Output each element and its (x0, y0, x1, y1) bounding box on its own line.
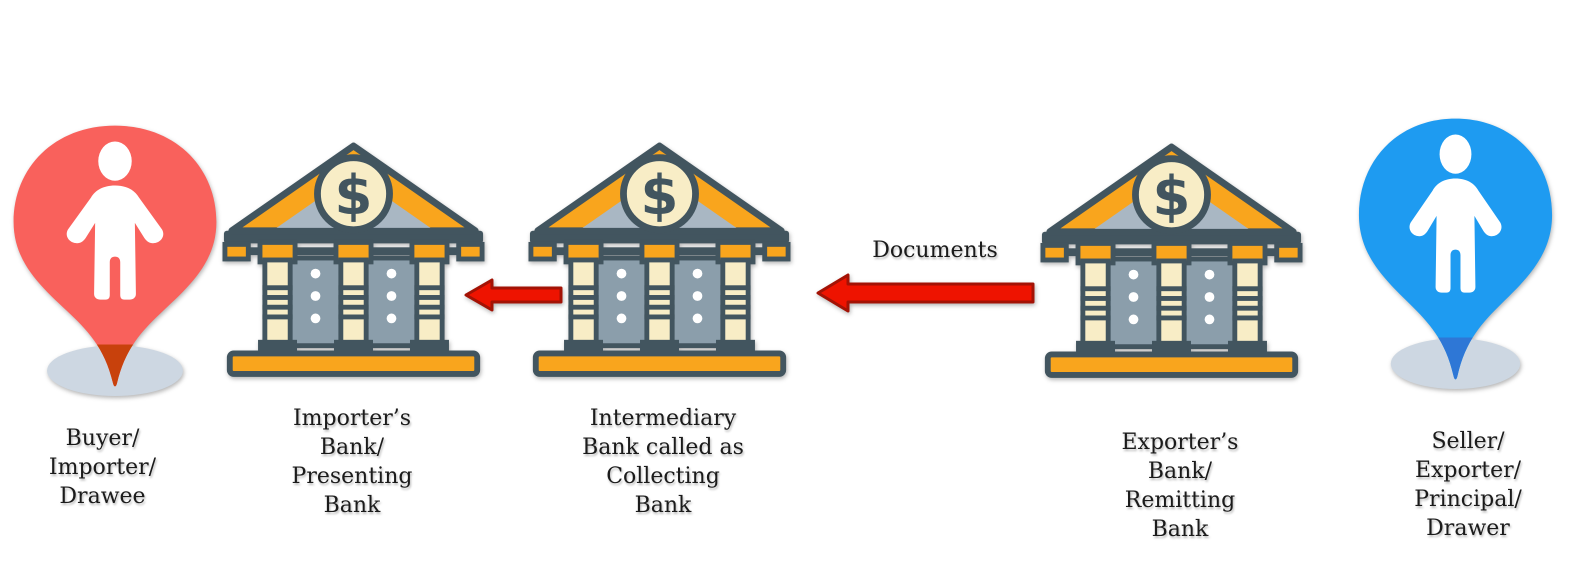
documents-flow-label: Documents (872, 238, 998, 263)
label-line: Importer’s (292, 406, 412, 431)
exporters-bank-icon (1040, 140, 1303, 379)
importers-bank-label: Importer’s Bank/ Presenting Bank (252, 404, 452, 520)
label-line: Drawee (59, 484, 146, 509)
left-arrow-documents-icon (816, 273, 1035, 313)
label-line: Importer/ (48, 455, 157, 480)
buyer-pin-icon (0, 120, 230, 410)
left-arrow-icon (464, 278, 563, 312)
buyer-label: Buyer/ Importer/ Drawee (5, 424, 200, 511)
label-line: Collecting (606, 464, 720, 489)
intermediary-bank-label: Intermediary Bank called as Collecting B… (543, 404, 783, 520)
label-line: Seller/ (1431, 429, 1505, 454)
label-line: Intermediary (589, 406, 737, 431)
label-line: Bank called as (582, 435, 744, 460)
label-line: Buyer/ (65, 426, 140, 451)
label-line: Bank/ (1147, 459, 1213, 484)
label-line: Bank (323, 493, 381, 518)
label-line: Bank (1151, 517, 1209, 542)
label-line: Presenting (291, 464, 413, 489)
label-line: Bank/ (319, 435, 385, 460)
label-line: Remitting (1124, 488, 1236, 513)
exporters-bank-label: Exporter’s Bank/ Remitting Bank (1080, 428, 1280, 544)
label-line: Bank (634, 493, 692, 518)
seller-pin-icon (1346, 113, 1565, 403)
seller-label: Seller/ Exporter/ Principal/ Drawer (1368, 427, 1568, 543)
label-line: Principal/ (1414, 487, 1522, 512)
label-line: Exporter/ (1414, 458, 1522, 483)
importers-bank-icon (222, 139, 485, 378)
label-line: Drawer (1426, 516, 1510, 541)
intermediary-bank-icon (528, 139, 791, 378)
label-line: Exporter’s (1121, 430, 1239, 455)
